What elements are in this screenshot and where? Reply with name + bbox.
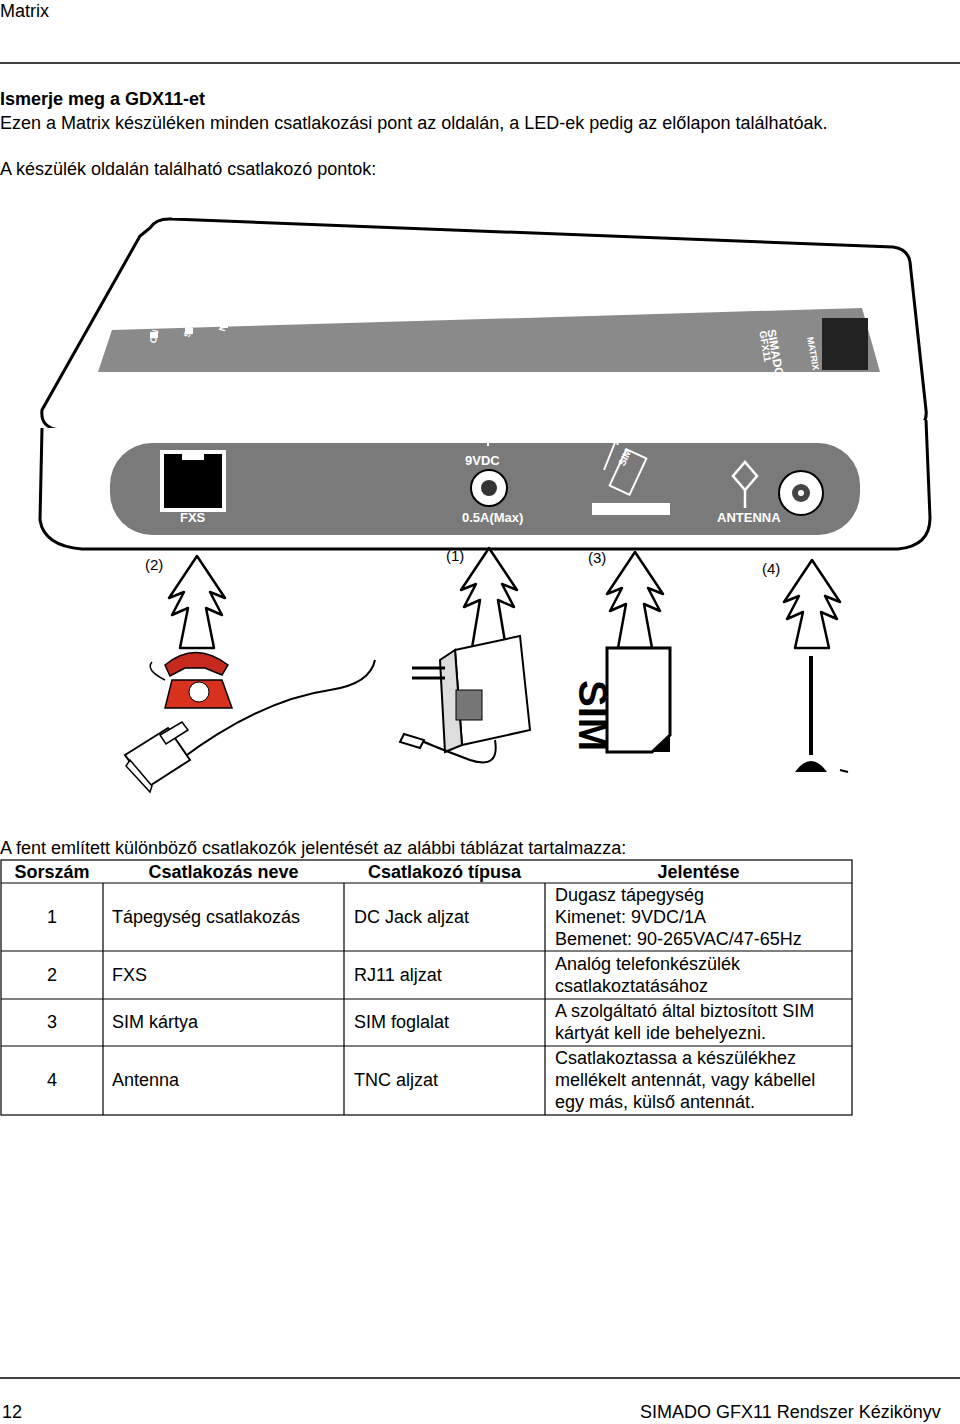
- page-number: 12: [2, 1401, 22, 1423]
- sim-card-label: SIM: [582, 680, 604, 751]
- table-cell: Bemenet: 90-265VAC/47-65Hz: [555, 928, 850, 950]
- table-cell: SIM kártya: [112, 1011, 340, 1033]
- table-intro: A fent említett különböző csatlakozók je…: [0, 837, 626, 859]
- table-header: Csatlakozás neve: [103, 861, 344, 883]
- table-cell: 1: [1, 906, 103, 928]
- section-text: A készülék oldalán található csatlakozó …: [0, 158, 376, 180]
- table-cell: RJ11 aljzat: [354, 964, 542, 986]
- table-cell: Kimenet: 9VDC/1A: [555, 906, 850, 928]
- table-cell: Tápegység csatlakozás: [112, 906, 340, 928]
- table-header: Csatlakozó típusa: [344, 861, 545, 883]
- table-cell: Dugasz tápegység: [555, 884, 850, 906]
- port-label: 0.5A(Max): [462, 510, 523, 526]
- callout-number: (4): [762, 560, 780, 578]
- port-label: FXS: [180, 510, 205, 526]
- table-cell: 3: [1, 1011, 103, 1033]
- page-header: Matrix: [0, 0, 49, 22]
- table-cell: SIM foglalat: [354, 1011, 542, 1033]
- section-title: Ismerje meg a GDX11-et: [0, 88, 205, 110]
- port-label: ANTENNA: [717, 510, 781, 526]
- table-header: Sorszám: [1, 861, 103, 883]
- table-cell: 2: [1, 964, 103, 986]
- table-cell: A szolgáltató által biztosított SIM kárt…: [555, 1000, 850, 1044]
- table-cell: Antenna: [112, 1069, 340, 1091]
- table-cell: 4: [1, 1069, 103, 1091]
- table-cell: TNC aljzat: [354, 1069, 542, 1091]
- table-cell: Analóg telefonkészülék csatlakoztatásáho…: [555, 953, 847, 997]
- callout-number: (2): [145, 556, 163, 574]
- callout-number: (1): [446, 547, 464, 565]
- intro-text: Ezen a Matrix készüléken minden csatlako…: [0, 112, 828, 134]
- table-cell: FXS: [112, 964, 340, 986]
- footer-text: SIMADO GFX11 Rendszer Kézikönyv: [640, 1401, 941, 1423]
- table-cell: Csatlakoztassa a készülékhez mellékelt a…: [555, 1047, 847, 1113]
- table-cell: DC Jack aljzat: [354, 906, 542, 928]
- port-label: 9VDC: [465, 453, 500, 469]
- callout-number: (3): [588, 549, 606, 567]
- table-header: Jelentése: [545, 861, 852, 883]
